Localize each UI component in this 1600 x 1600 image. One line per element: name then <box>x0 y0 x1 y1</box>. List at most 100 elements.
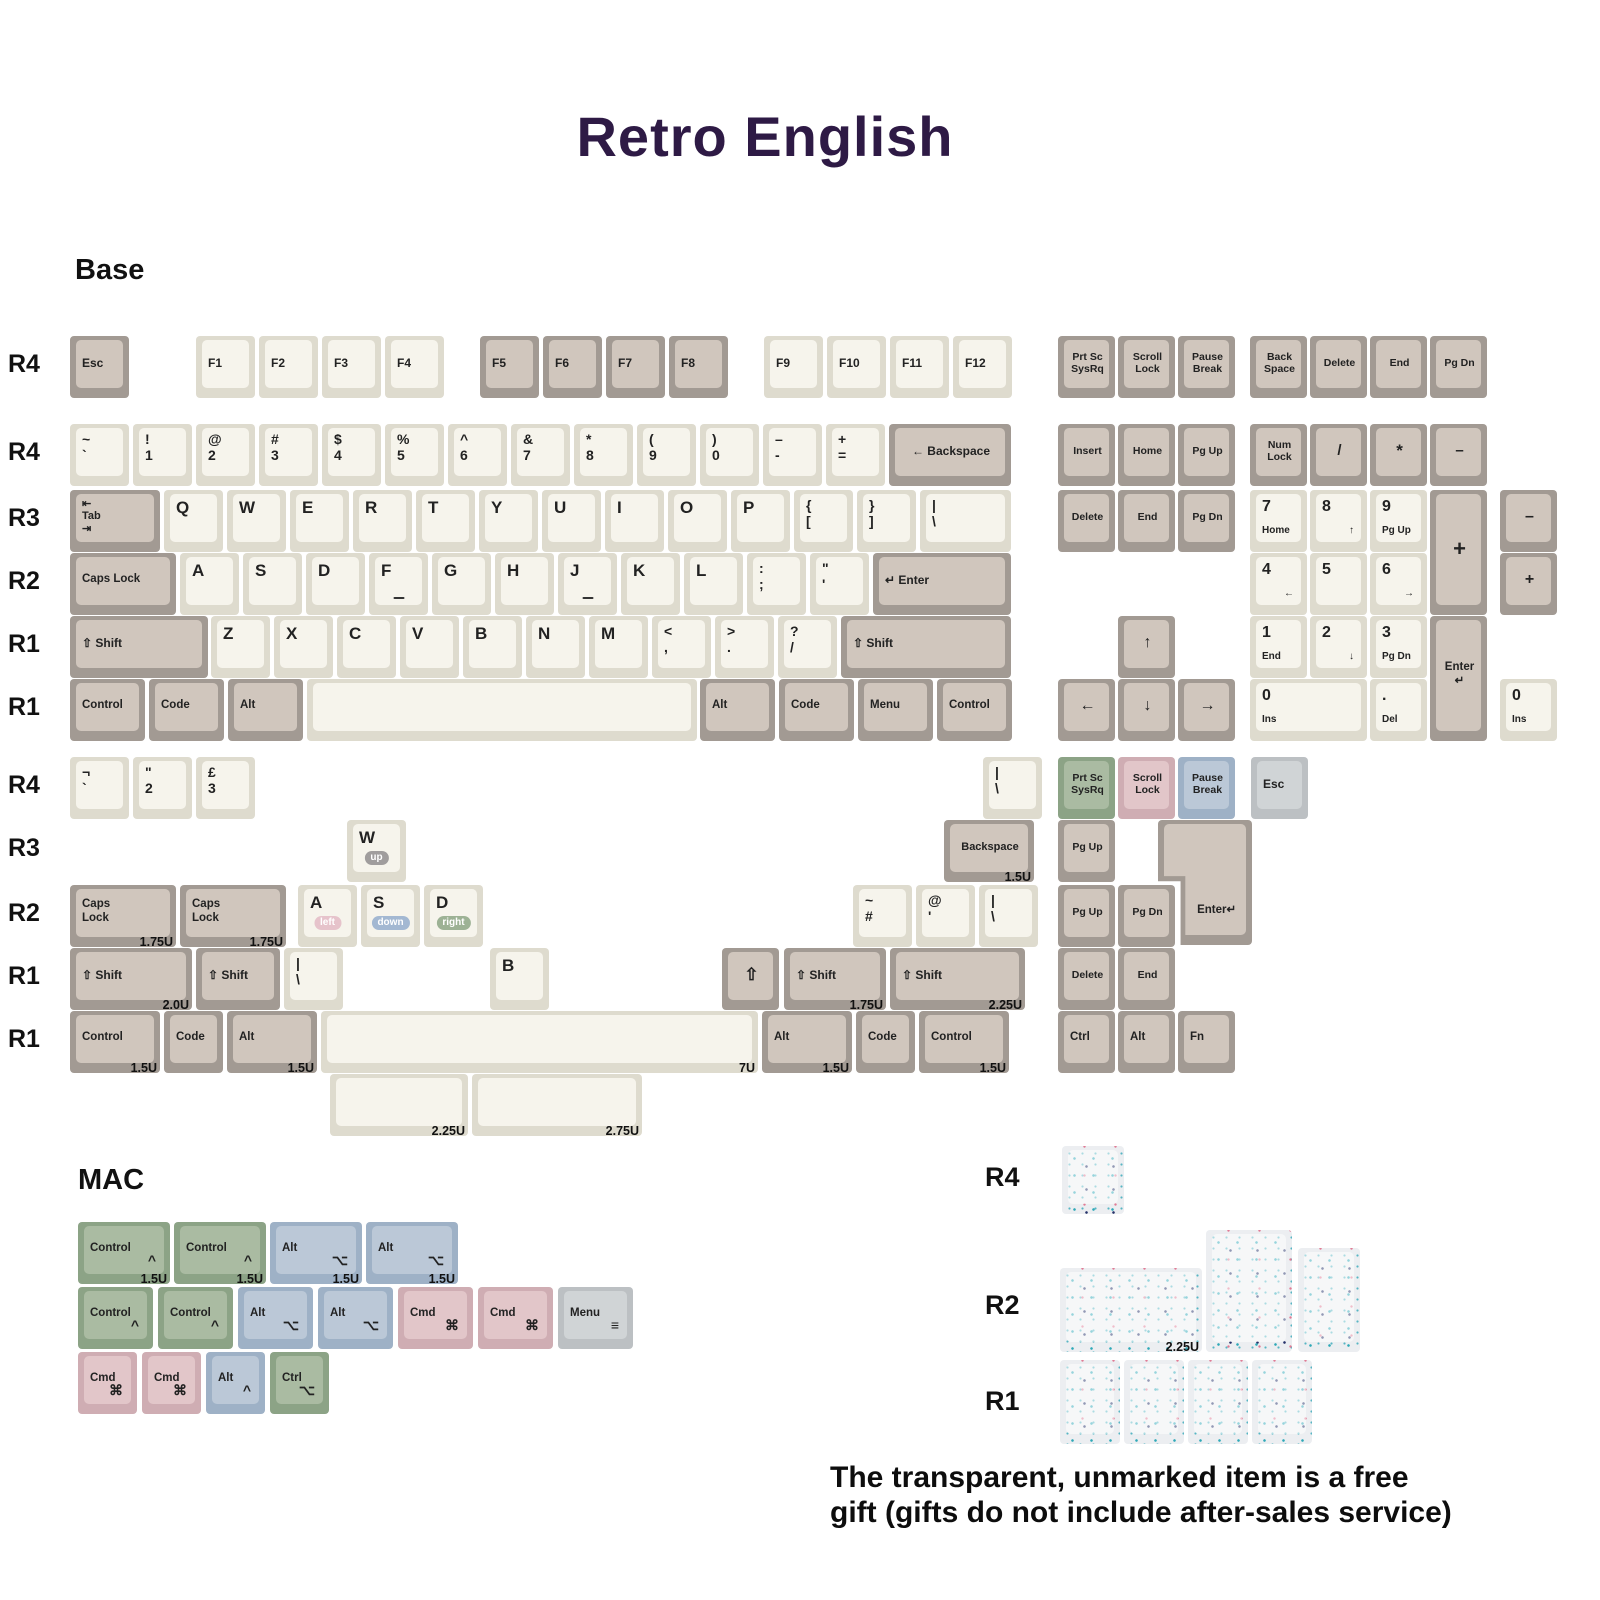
element: L <box>696 561 707 580</box>
element: * <box>586 431 592 447</box>
key-f11: F11 <box>890 336 949 398</box>
key-n: N <box>526 616 585 678</box>
leg: Control <box>90 1230 160 1268</box>
key-alt: Alt⌥1.5U <box>366 1222 458 1286</box>
key-shift-blank: ⇧ <box>722 948 779 1010</box>
key-f5: F5 <box>480 336 539 398</box>
element: Caps <box>82 898 111 911</box>
ktop: ⇧ Shift <box>790 952 880 1000</box>
element: : <box>759 560 764 576</box>
ktop: F11 <box>896 340 943 388</box>
key-home: Home <box>1118 424 1175 486</box>
key-2: @2 <box>196 424 255 486</box>
key-symbol: * <box>1370 424 1427 486</box>
key-spacebar-7u: 7U <box>321 1011 758 1075</box>
element: ⇧ Shift <box>853 635 894 650</box>
main: 9 <box>1382 498 1391 515</box>
ktop: Alt^ <box>212 1356 259 1404</box>
size-label: 1.5U <box>236 1272 263 1286</box>
leg: Delete <box>1070 498 1105 536</box>
modifier-glyph: ^ <box>243 1252 252 1268</box>
ktop: Menu <box>864 683 927 731</box>
ktop: ← Backspace <box>895 428 1005 476</box>
ktop: D <box>312 557 359 605</box>
leg: Control <box>82 687 135 725</box>
element: + <box>838 431 847 447</box>
element: Control <box>82 1031 123 1044</box>
ktop: ~# <box>859 889 906 937</box>
ktop: ⇧ Shift <box>202 952 274 1000</box>
sub: Home <box>1262 525 1290 536</box>
ktop: Alt <box>234 683 297 731</box>
ktop <box>1066 1364 1114 1434</box>
key-clear-key-1u-r1 <box>1060 1360 1120 1444</box>
ktop: Alt <box>233 1015 311 1063</box>
key-tab: ⇤Tab⇥ <box>70 490 160 552</box>
size-label: 2.25U <box>431 1124 465 1138</box>
leg: G <box>444 561 481 599</box>
ktop: Cmd⌘ <box>148 1356 195 1404</box>
ktop: :; <box>753 557 800 605</box>
row-label-r3: R3 <box>8 834 40 862</box>
key-o: O <box>668 490 727 552</box>
ktop: Control <box>925 1015 1003 1063</box>
ktop: 6→ <box>1376 557 1421 605</box>
element: Delete <box>1323 356 1356 369</box>
leg: Pg Dn <box>1442 344 1477 382</box>
ktop: F9 <box>770 340 817 388</box>
element: Code <box>176 1031 205 1044</box>
leg: C <box>349 624 386 662</box>
element: Alt <box>240 699 256 712</box>
leg: Y <box>491 498 528 536</box>
leg: ~` <box>82 431 119 470</box>
key-symbol: ~# <box>853 885 912 947</box>
key-e: E <box>290 490 349 552</box>
element: W <box>239 498 256 517</box>
modifier-glyph: ⌥ <box>331 1252 348 1268</box>
sub: End <box>1262 651 1281 662</box>
key-enter: ↵ Enter <box>873 553 1011 615</box>
leg: |\ <box>296 955 333 994</box>
row-label-r1: R1 <box>985 1386 1020 1416</box>
key-delete: Delete <box>1058 490 1115 552</box>
row-label-r2: R2 <box>8 899 40 927</box>
badge-left: left <box>314 916 341 930</box>
ktop <box>1212 1234 1286 1342</box>
ktop: Pg Dn <box>1184 494 1229 542</box>
element: F8 <box>681 355 696 370</box>
element: Cmd <box>90 1372 116 1385</box>
element: Lock <box>1135 784 1160 796</box>
leg: K <box>633 561 670 599</box>
ktop: Insert <box>1064 428 1109 476</box>
leg: |\ <box>932 497 1001 536</box>
leg: Control <box>186 1230 256 1268</box>
size-label: 1.5U <box>130 1061 157 1075</box>
leg: Pg Up <box>1070 893 1105 931</box>
element: " <box>822 560 829 576</box>
ktop <box>478 1078 636 1126</box>
element: F3 <box>334 355 349 370</box>
element: Control <box>90 1242 131 1255</box>
leg: Control <box>931 1019 999 1057</box>
ktop: ⇧ Shift <box>76 620 202 668</box>
key-caps-lock: Caps Lock <box>70 553 176 615</box>
ktop: Control <box>76 1015 154 1063</box>
element: Esc <box>1263 776 1285 791</box>
leg: Alt <box>330 1295 383 1333</box>
element: 3 <box>271 446 279 463</box>
ktop: 2↓ <box>1316 620 1361 668</box>
leg: ⇧ Shift <box>796 956 876 994</box>
key-alt: Alt^ <box>206 1352 265 1414</box>
element: Back <box>1266 350 1293 363</box>
leg: Pg Up <box>1070 828 1105 866</box>
key-symbol: }] <box>857 490 916 552</box>
leg: L <box>696 561 733 599</box>
row-label-r2: R2 <box>8 567 40 595</box>
size-label: 2.75U <box>605 1124 639 1138</box>
element: / <box>790 638 794 655</box>
